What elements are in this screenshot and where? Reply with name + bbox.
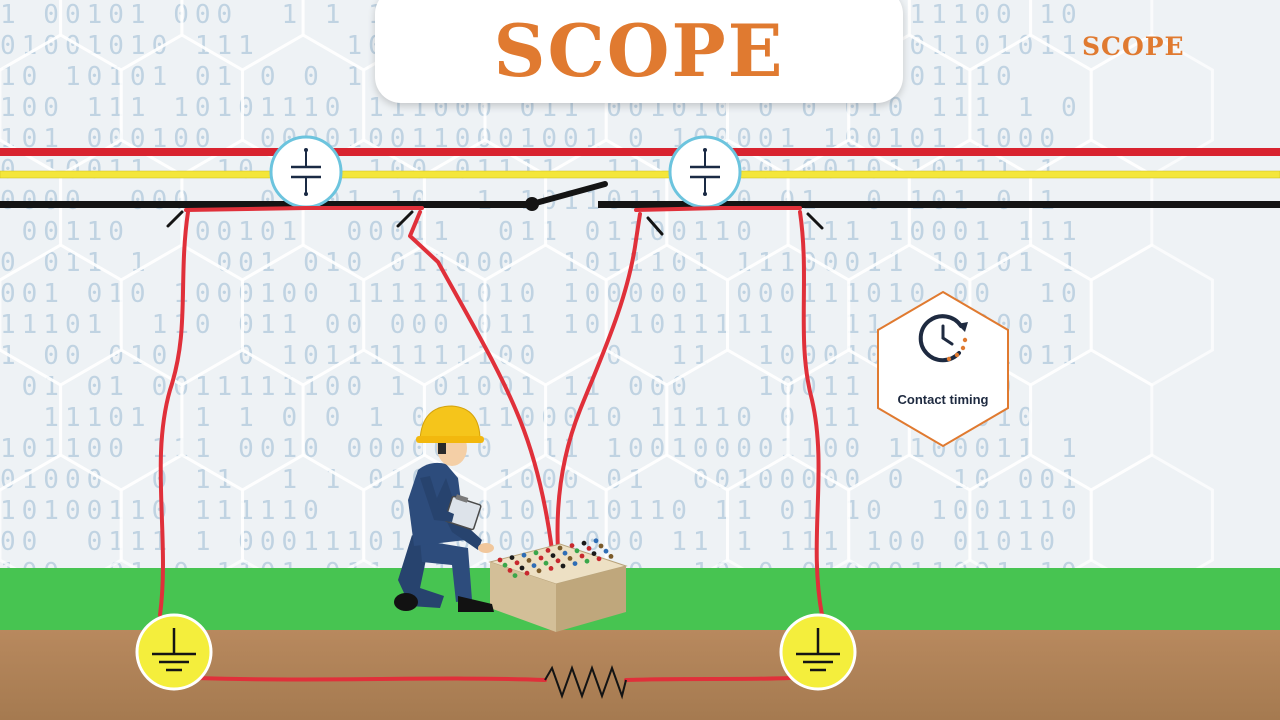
test-set-knob [596, 556, 602, 562]
test-lead [158, 210, 190, 617]
test-set-knob [569, 543, 575, 548]
test-set-box [488, 538, 628, 632]
background-hexagon [1089, 453, 1214, 570]
test-set-knobs [497, 538, 614, 578]
clamp [396, 210, 414, 228]
test-lead [194, 676, 792, 682]
brand-logo: SCOPE [1082, 32, 1185, 61]
test-set-knob [555, 558, 561, 564]
test-set-knob [519, 565, 525, 571]
test-set-knob [502, 562, 508, 568]
test-set-knob [536, 568, 542, 574]
test-set-knob [567, 556, 573, 561]
test-set-knob [526, 558, 532, 563]
test-set-knob [538, 555, 544, 561]
test-set-knob [514, 560, 520, 566]
test-set-knob [557, 545, 563, 551]
test-set-knob [591, 551, 597, 556]
clock-icon [918, 314, 968, 363]
clamp [806, 212, 824, 230]
test-set-knob [579, 553, 585, 559]
test-leads [158, 206, 824, 682]
test-set-knob [586, 546, 592, 551]
capacitor-icon [668, 135, 742, 209]
test-set-knob [560, 563, 566, 569]
soil-strip [0, 630, 1280, 720]
test-set-knob [574, 548, 580, 554]
phase-line-yellow [0, 170, 1280, 179]
test-set-knob [562, 550, 568, 556]
test-set-knob [593, 538, 599, 544]
test-set-knob [548, 566, 554, 571]
phase-line-black-right [598, 201, 1280, 208]
title-banner: SCOPE [375, 0, 903, 103]
test-lead [555, 212, 642, 552]
test-clamps [166, 210, 824, 236]
test-set-knob [584, 558, 590, 564]
clamp [646, 216, 664, 236]
technician-figure [394, 405, 494, 612]
test-lead [184, 206, 424, 212]
grass-strip [0, 568, 1280, 630]
test-set-knob [608, 554, 614, 559]
earth-ground-icon [779, 613, 857, 691]
test-lead [798, 210, 824, 617]
page-title: SCOPE [493, 8, 785, 93]
test-lead [408, 210, 554, 552]
test-set-knob [524, 570, 530, 576]
test-lead [634, 206, 802, 212]
test-set-knob [512, 573, 518, 578]
power-lines [0, 148, 1280, 208]
test-set-knob [581, 540, 587, 546]
earth-ground-icon [135, 613, 213, 691]
test-set-knob [550, 553, 556, 558]
phase-line-black-left [0, 201, 532, 208]
test-set-knob [543, 560, 549, 566]
test-set-knob [545, 548, 551, 553]
test-set-knob [598, 543, 604, 549]
test-set-knob [521, 552, 527, 558]
test-set-knob [572, 561, 578, 566]
switch-icon [525, 181, 608, 211]
phase-line-red [0, 148, 1280, 156]
capacitor-icon [269, 135, 343, 209]
test-set-knob [509, 555, 515, 560]
test-set-knob [497, 557, 503, 563]
test-set-knob [533, 550, 539, 556]
test-set-knob [603, 548, 609, 554]
resistor-icon [544, 665, 627, 700]
test-set-knob [507, 568, 513, 573]
feature-label: Contact timing [897, 392, 989, 407]
feature-badge-contact-timing [877, 290, 1009, 448]
test-set-knob [531, 563, 537, 568]
clamp [166, 210, 184, 228]
